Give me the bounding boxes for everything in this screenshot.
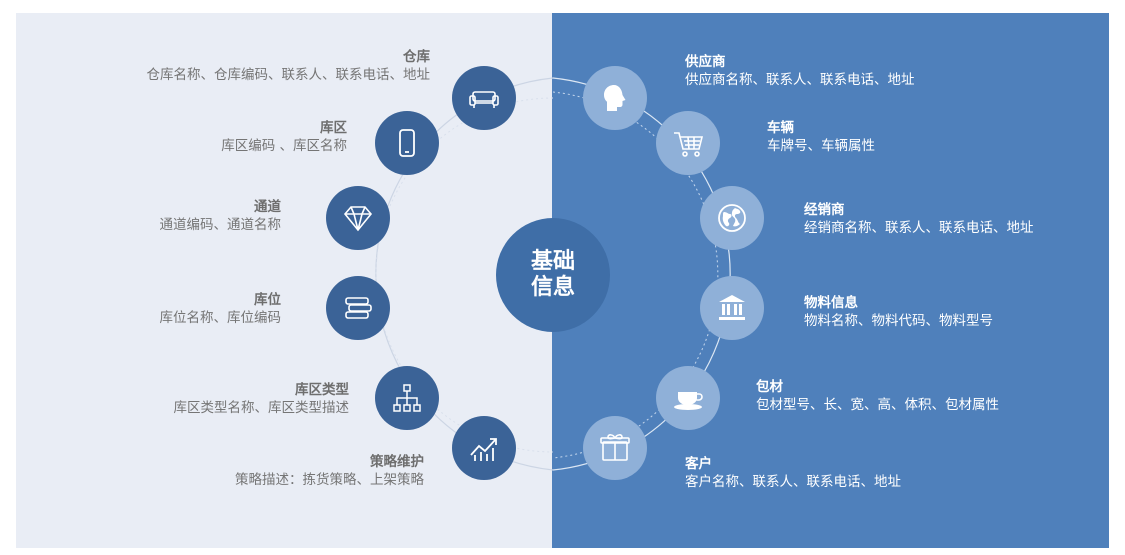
warehouse-title: 仓库 bbox=[403, 49, 430, 65]
center-title-line2: 信息 bbox=[530, 275, 575, 300]
vehicle-title: 车辆 bbox=[767, 120, 794, 136]
phone-icon bbox=[399, 129, 415, 157]
warehouse-node[interactable] bbox=[452, 66, 516, 130]
center-hub: 基础 信息 bbox=[496, 218, 610, 332]
material-node[interactable] bbox=[700, 276, 764, 340]
customer-node[interactable] bbox=[583, 416, 647, 480]
dealer-label: 经销商 经销商名称、联系人、联系电话、地址 bbox=[804, 201, 1034, 237]
zone-type-desc: 库区类型名称、库区类型描述 bbox=[173, 400, 350, 416]
location-desc: 库位名称、库位编码 bbox=[159, 310, 282, 326]
hierarchy-icon bbox=[393, 384, 421, 412]
warehouse-label: 仓库 仓库名称、仓库编码、联系人、联系电话、地址 bbox=[147, 48, 431, 84]
supplier-node[interactable] bbox=[583, 66, 647, 130]
location-label: 库位 库位名称、库位编码 bbox=[160, 291, 282, 327]
material-title: 物料信息 bbox=[804, 295, 858, 311]
supplier-desc: 供应商名称、联系人、联系电话、地址 bbox=[685, 72, 915, 88]
material-label: 物料信息 物料名称、物料代码、物料型号 bbox=[804, 294, 993, 330]
zone-type-label: 库区类型 库区类型名称、库区类型描述 bbox=[174, 381, 350, 417]
globe-icon bbox=[718, 204, 746, 232]
aisle-node[interactable] bbox=[326, 186, 390, 250]
location-node[interactable] bbox=[326, 276, 390, 340]
supplier-label: 供应商 供应商名称、联系人、联系电话、地址 bbox=[685, 53, 915, 89]
box-icon bbox=[600, 434, 630, 461]
material-desc: 物料名称、物料代码、物料型号 bbox=[804, 313, 993, 329]
zone-desc: 库区编码 、库区名称 bbox=[221, 138, 347, 154]
warehouse-desc: 仓库名称、仓库编码、联系人、联系电话、地址 bbox=[146, 67, 431, 83]
sofa-icon bbox=[469, 91, 499, 108]
packaging-label: 包材 包材型号、长、宽、高、体积、包材属性 bbox=[756, 378, 999, 414]
vehicle-label: 车辆 车牌号、车辆属性 bbox=[767, 119, 875, 155]
head-icon bbox=[604, 85, 626, 111]
packaging-title: 包材 bbox=[756, 379, 783, 395]
zone-label: 库区 库区编码 、库区名称 bbox=[221, 119, 347, 155]
vehicle-node[interactable] bbox=[656, 111, 720, 175]
zone-type-title: 库区类型 bbox=[295, 382, 349, 398]
cart-icon bbox=[674, 132, 704, 157]
zone-title: 库区 bbox=[320, 120, 347, 136]
location-title: 库位 bbox=[254, 292, 281, 308]
strategy-label: 策略维护 策略描述：拣货策略、上架策略 bbox=[235, 453, 424, 489]
growth-chart-icon bbox=[470, 438, 497, 461]
vehicle-desc: 车牌号、车辆属性 bbox=[767, 138, 875, 154]
dealer-title: 经销商 bbox=[804, 202, 845, 218]
packaging-desc: 包材型号、长、宽、高、体积、包材属性 bbox=[756, 397, 999, 413]
supplier-title: 供应商 bbox=[685, 54, 726, 70]
customer-label: 客户 客户名称、联系人、联系电话、地址 bbox=[685, 455, 901, 491]
aisle-title: 通道 bbox=[254, 199, 281, 215]
strategy-title: 策略维护 bbox=[370, 454, 424, 470]
center-title-line1: 基础 bbox=[530, 249, 575, 274]
diamond-icon bbox=[343, 206, 373, 232]
customer-title: 客户 bbox=[685, 456, 712, 472]
strategy-desc: 策略描述：拣货策略、上架策略 bbox=[235, 472, 424, 488]
stack-icon bbox=[345, 297, 372, 319]
aisle-label: 通道 通道编码、通道名称 bbox=[160, 198, 282, 234]
bank-icon bbox=[719, 295, 745, 320]
strategy-node[interactable] bbox=[452, 416, 516, 480]
zone-node[interactable] bbox=[375, 111, 439, 175]
zone-type-node[interactable] bbox=[375, 366, 439, 430]
dealer-desc: 经销商名称、联系人、联系电话、地址 bbox=[804, 220, 1034, 236]
cup-icon bbox=[674, 392, 703, 410]
customer-desc: 客户名称、联系人、联系电话、地址 bbox=[685, 474, 901, 490]
dealer-node[interactable] bbox=[700, 186, 764, 250]
aisle-desc: 通道编码、通道名称 bbox=[159, 217, 282, 233]
packaging-node[interactable] bbox=[656, 366, 720, 430]
